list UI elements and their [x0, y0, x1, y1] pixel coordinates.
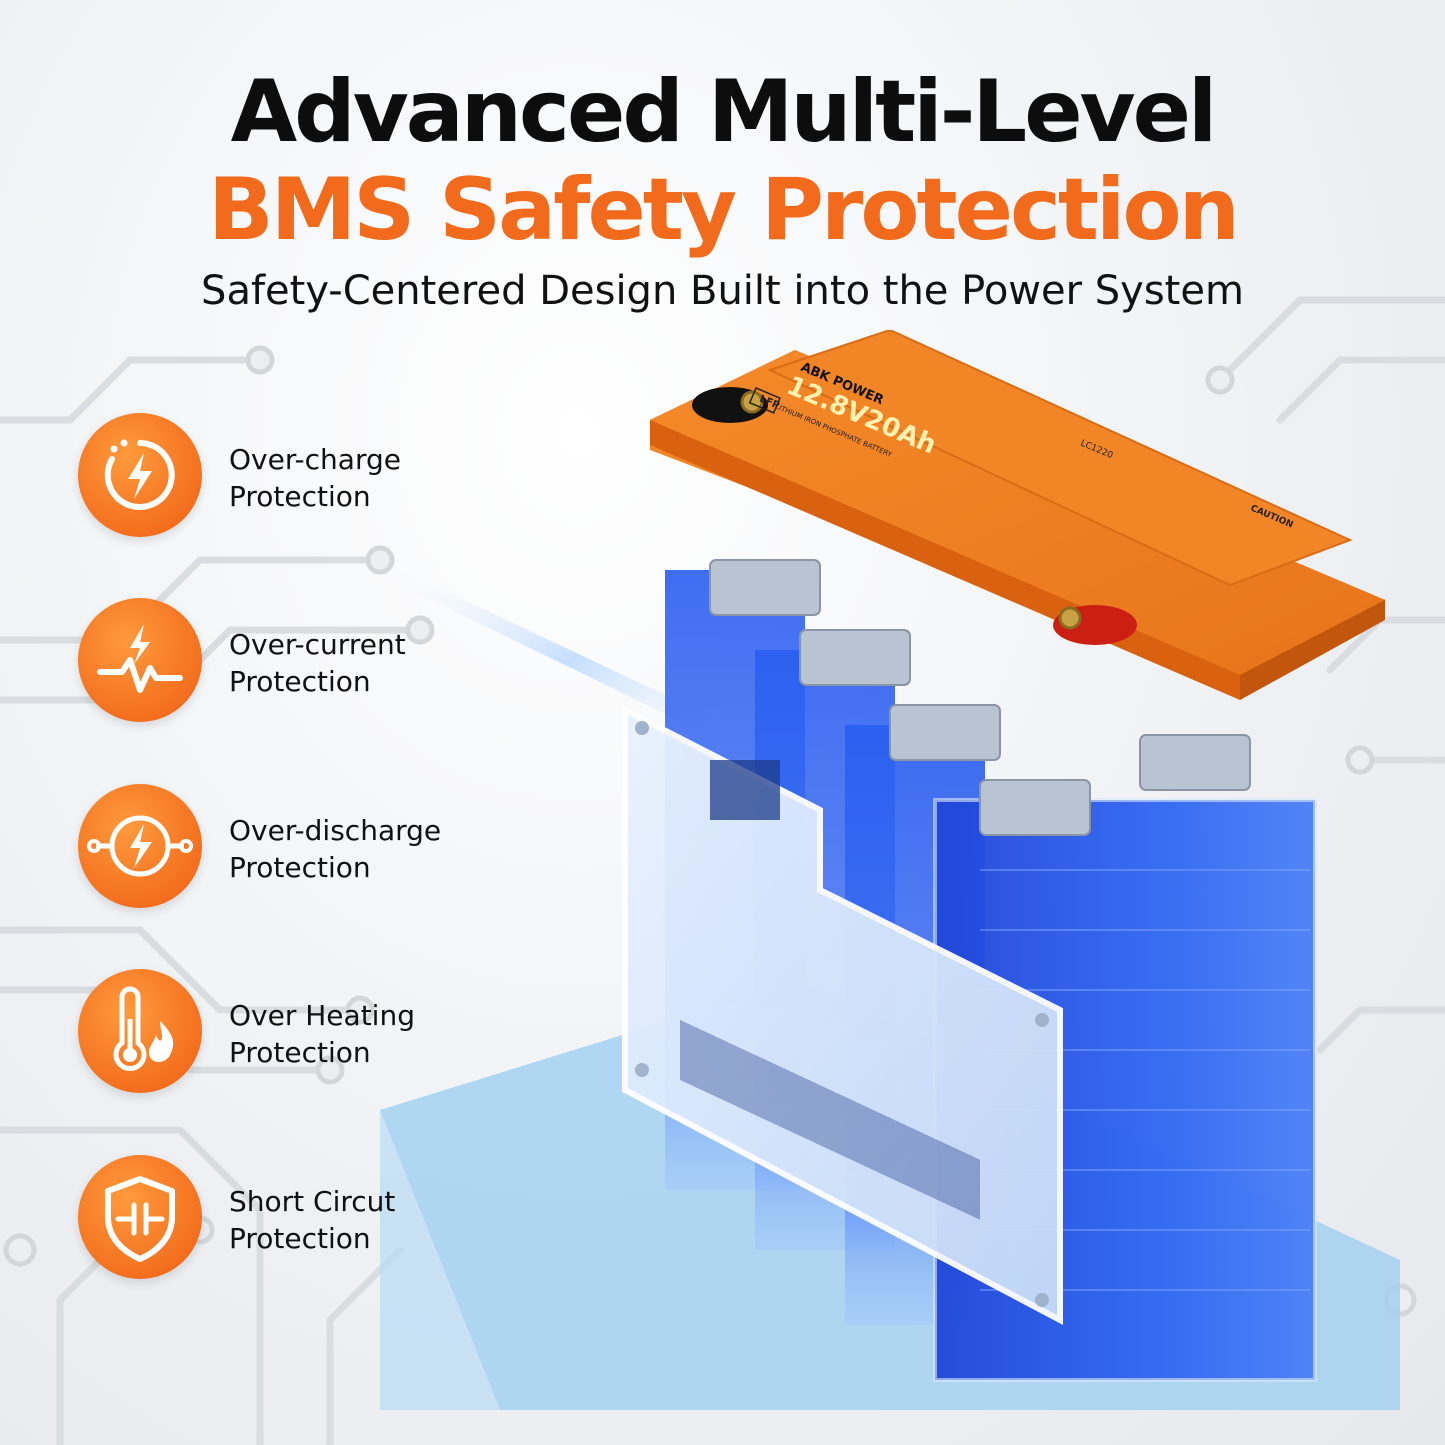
- feature-text: Short Circut Protection: [229, 1183, 395, 1257]
- feature-title: Short Circut: [229, 1185, 396, 1218]
- feature-text: Over Heating Protection: [229, 997, 415, 1071]
- feature-title: Over-current: [229, 628, 406, 661]
- timer-bolt-icon: [78, 413, 202, 537]
- thermometer-flame-icon: [78, 969, 202, 1093]
- feature-short-circuit: Short Circut Protection: [78, 1155, 528, 1279]
- headline-line-1: Advanced Multi-Level: [230, 62, 1218, 162]
- subtitle: Safety-Centered Design Built into the Po…: [201, 268, 1244, 314]
- feature-label: Protection: [229, 1036, 371, 1069]
- feature-label: Protection: [229, 851, 371, 884]
- feature-text: Over-discharge Protection: [229, 812, 441, 886]
- badge-over-heating: [78, 969, 202, 1093]
- feature-text: Over-charge Protection: [229, 441, 401, 515]
- feature-over-heating: Over Heating Protection: [78, 969, 528, 1093]
- bolt-pulse-icon: [78, 598, 202, 722]
- bolt-circuit-icon: [78, 784, 202, 908]
- feature-title: Over-charge: [229, 443, 401, 476]
- feature-label: Protection: [229, 1222, 371, 1255]
- feature-label: Protection: [229, 665, 371, 698]
- feature-text: Over-current Protection: [229, 626, 406, 700]
- feature-over-charge: Over-charge Protection: [78, 413, 528, 537]
- feature-over-current: Over-current Protection: [78, 598, 528, 722]
- feature-title: Over-discharge: [229, 814, 442, 847]
- feature-label: Protection: [229, 480, 371, 513]
- badge-short-circuit: [78, 1155, 202, 1279]
- battery-illustration: ABK POWER 12.8V20Ah LITHIUM IRON PHOSPHA…: [380, 330, 1400, 1410]
- feature-over-discharge: Over-discharge Protection: [78, 784, 528, 908]
- badge-over-charge: [78, 413, 202, 537]
- headline-line-2: BMS Safety Protection: [208, 160, 1240, 260]
- badge-over-discharge: [78, 784, 202, 908]
- badge-over-current: [78, 598, 202, 722]
- feature-title: Over Heating: [229, 999, 415, 1032]
- shield-circuit-icon: [78, 1155, 202, 1279]
